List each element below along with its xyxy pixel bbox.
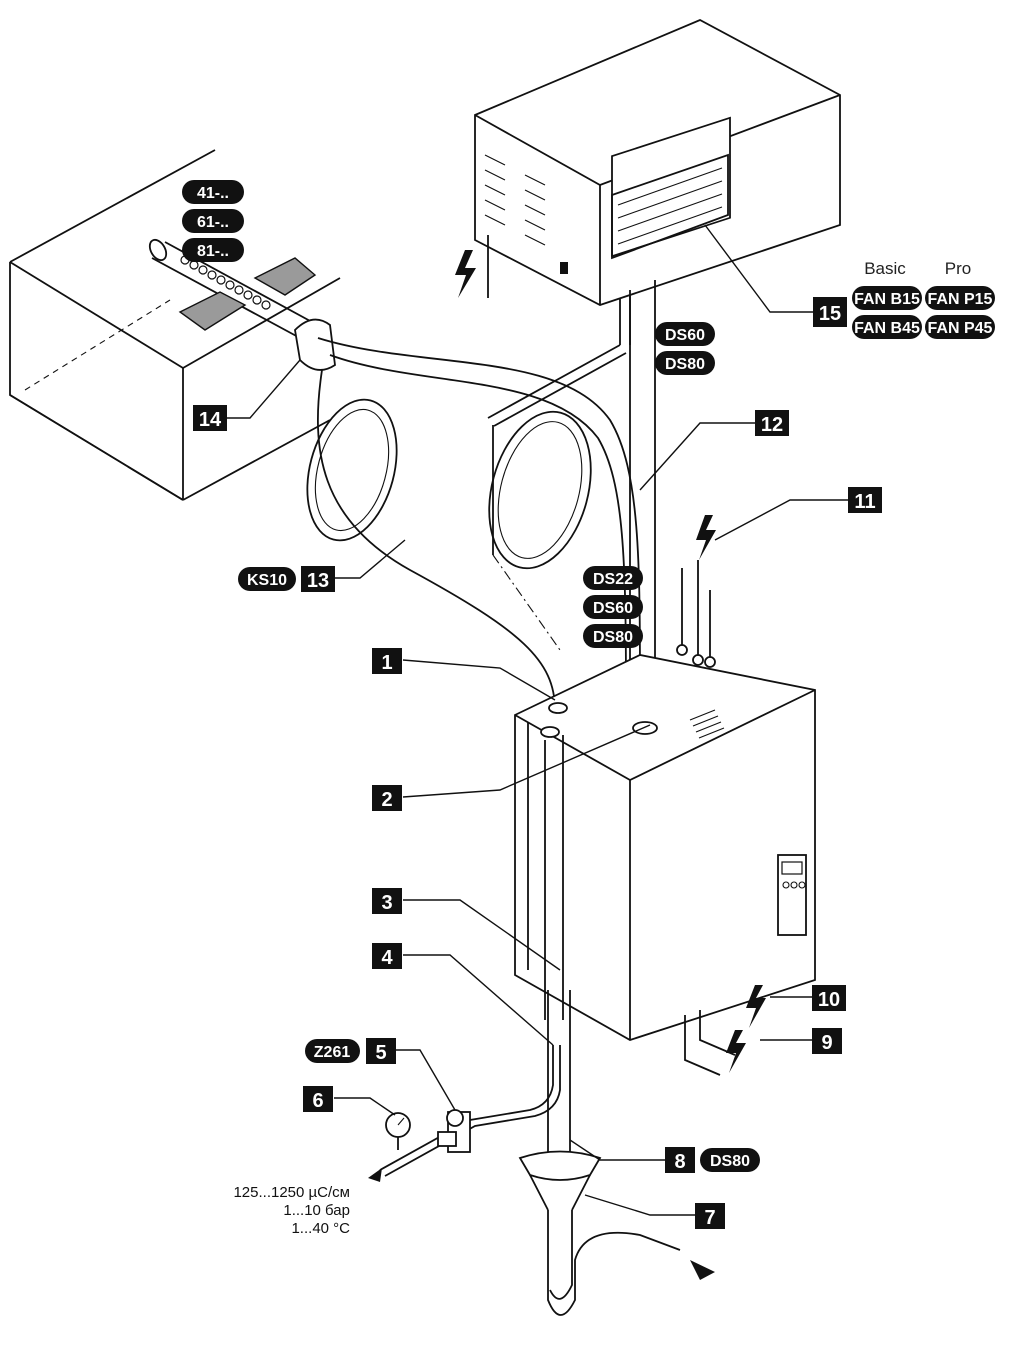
svg-text:2: 2 (381, 789, 392, 811)
item-number-3: 3 (372, 888, 402, 914)
lightning-icon (726, 1030, 746, 1073)
header-pro: Pro (945, 259, 971, 278)
spec-conductivity: 125...1250 µС/см (233, 1184, 350, 1201)
air-duct (9, 149, 341, 501)
svg-text:6: 6 (312, 1090, 323, 1112)
item-number-9: 9 (812, 1028, 842, 1054)
svg-text:4: 4 (381, 947, 393, 969)
item-number-15: 15 (813, 297, 847, 327)
svg-text:DS80: DS80 (665, 356, 705, 373)
svg-text:5: 5 (375, 1042, 386, 1064)
tag-fan-b15: FAN B15 (852, 286, 922, 310)
header-basic: Basic (864, 259, 906, 278)
svg-text:9: 9 (821, 1032, 832, 1054)
item-number-8: 8 (665, 1147, 695, 1173)
tag-ks10: KS10 (238, 567, 296, 591)
condensate-hose (306, 290, 631, 711)
tag-duct-81: 81-.. (182, 238, 244, 262)
svg-text:KS10: KS10 (247, 572, 287, 589)
humidifier-unit (514, 560, 816, 1041)
svg-text:15: 15 (819, 303, 841, 325)
spec-pressure: 1...10 бар (283, 1202, 350, 1219)
lightning-icon (746, 985, 766, 1028)
svg-text:8: 8 (674, 1151, 685, 1173)
spec-temperature: 1...40 °С (291, 1220, 350, 1237)
svg-text:12: 12 (761, 414, 783, 436)
svg-text:FAN B15: FAN B15 (854, 291, 920, 308)
item-number-14: 14 (193, 405, 227, 431)
water-supply-line (368, 1045, 561, 1182)
svg-text:DS22: DS22 (593, 571, 633, 588)
svg-text:14: 14 (199, 409, 222, 431)
tag-duct-41: 41-.. (182, 180, 244, 204)
item-number-10: 10 (812, 985, 846, 1011)
tag-z261: Z261 (305, 1039, 360, 1063)
item-number-6: 6 (303, 1086, 333, 1112)
tag-ds60-fan: DS60 (655, 322, 715, 346)
flow-arrow-icon (368, 1168, 382, 1182)
svg-text:DS60: DS60 (665, 327, 705, 344)
svg-text:FAN P15: FAN P15 (928, 291, 993, 308)
svg-text:3: 3 (381, 892, 392, 914)
tag-fan-b45: FAN B45 (852, 315, 922, 339)
svg-text:FAN B45: FAN B45 (854, 320, 920, 337)
item-number-1: 1 (372, 648, 402, 674)
svg-text:41-..: 41-.. (197, 185, 229, 202)
tag-ds60-main: DS60 (583, 595, 643, 619)
flow-arrow-icon (690, 1260, 715, 1280)
svg-text:11: 11 (854, 491, 875, 513)
item-number-12: 12 (755, 410, 789, 436)
tag-ds80-main: DS80 (583, 624, 643, 648)
svg-text:13: 13 (307, 570, 329, 592)
steam-distributor-pipe (148, 238, 336, 371)
svg-text:61-..: 61-.. (197, 214, 229, 231)
drain-pipe (518, 990, 715, 1316)
lightning-icon (696, 515, 716, 560)
airflow-arrow-icon (253, 257, 317, 296)
tag-duct-61: 61-.. (182, 209, 244, 233)
svg-text:DS80: DS80 (710, 1153, 750, 1170)
svg-text:DS60: DS60 (593, 600, 633, 617)
tag-ds80-fan: DS80 (655, 351, 715, 375)
tag-ds80-drain: DS80 (700, 1148, 760, 1172)
item-number-13: 13 (301, 566, 335, 592)
svg-text:10: 10 (818, 989, 840, 1011)
fan-unit (474, 19, 841, 705)
svg-text:81-..: 81-.. (197, 243, 229, 260)
svg-text:7: 7 (704, 1207, 715, 1229)
airflow-arrow-icon (178, 291, 247, 331)
tag-fan-p15: FAN P15 (925, 286, 995, 310)
item-number-2: 2 (372, 785, 402, 811)
item-number-4: 4 (372, 943, 402, 969)
svg-text:FAN P45: FAN P45 (928, 320, 993, 337)
item-number-11: 11 (848, 487, 882, 513)
svg-text:Z261: Z261 (314, 1044, 351, 1061)
svg-text:DS80: DS80 (593, 629, 633, 646)
item-number-5: 5 (366, 1038, 396, 1064)
tag-fan-p45: FAN P45 (925, 315, 995, 339)
lightning-icon (455, 250, 476, 298)
tag-ds22: DS22 (583, 566, 643, 590)
svg-text:1: 1 (381, 652, 392, 674)
item-number-7: 7 (695, 1203, 725, 1229)
pressure-gauge-icon (385, 1112, 411, 1150)
